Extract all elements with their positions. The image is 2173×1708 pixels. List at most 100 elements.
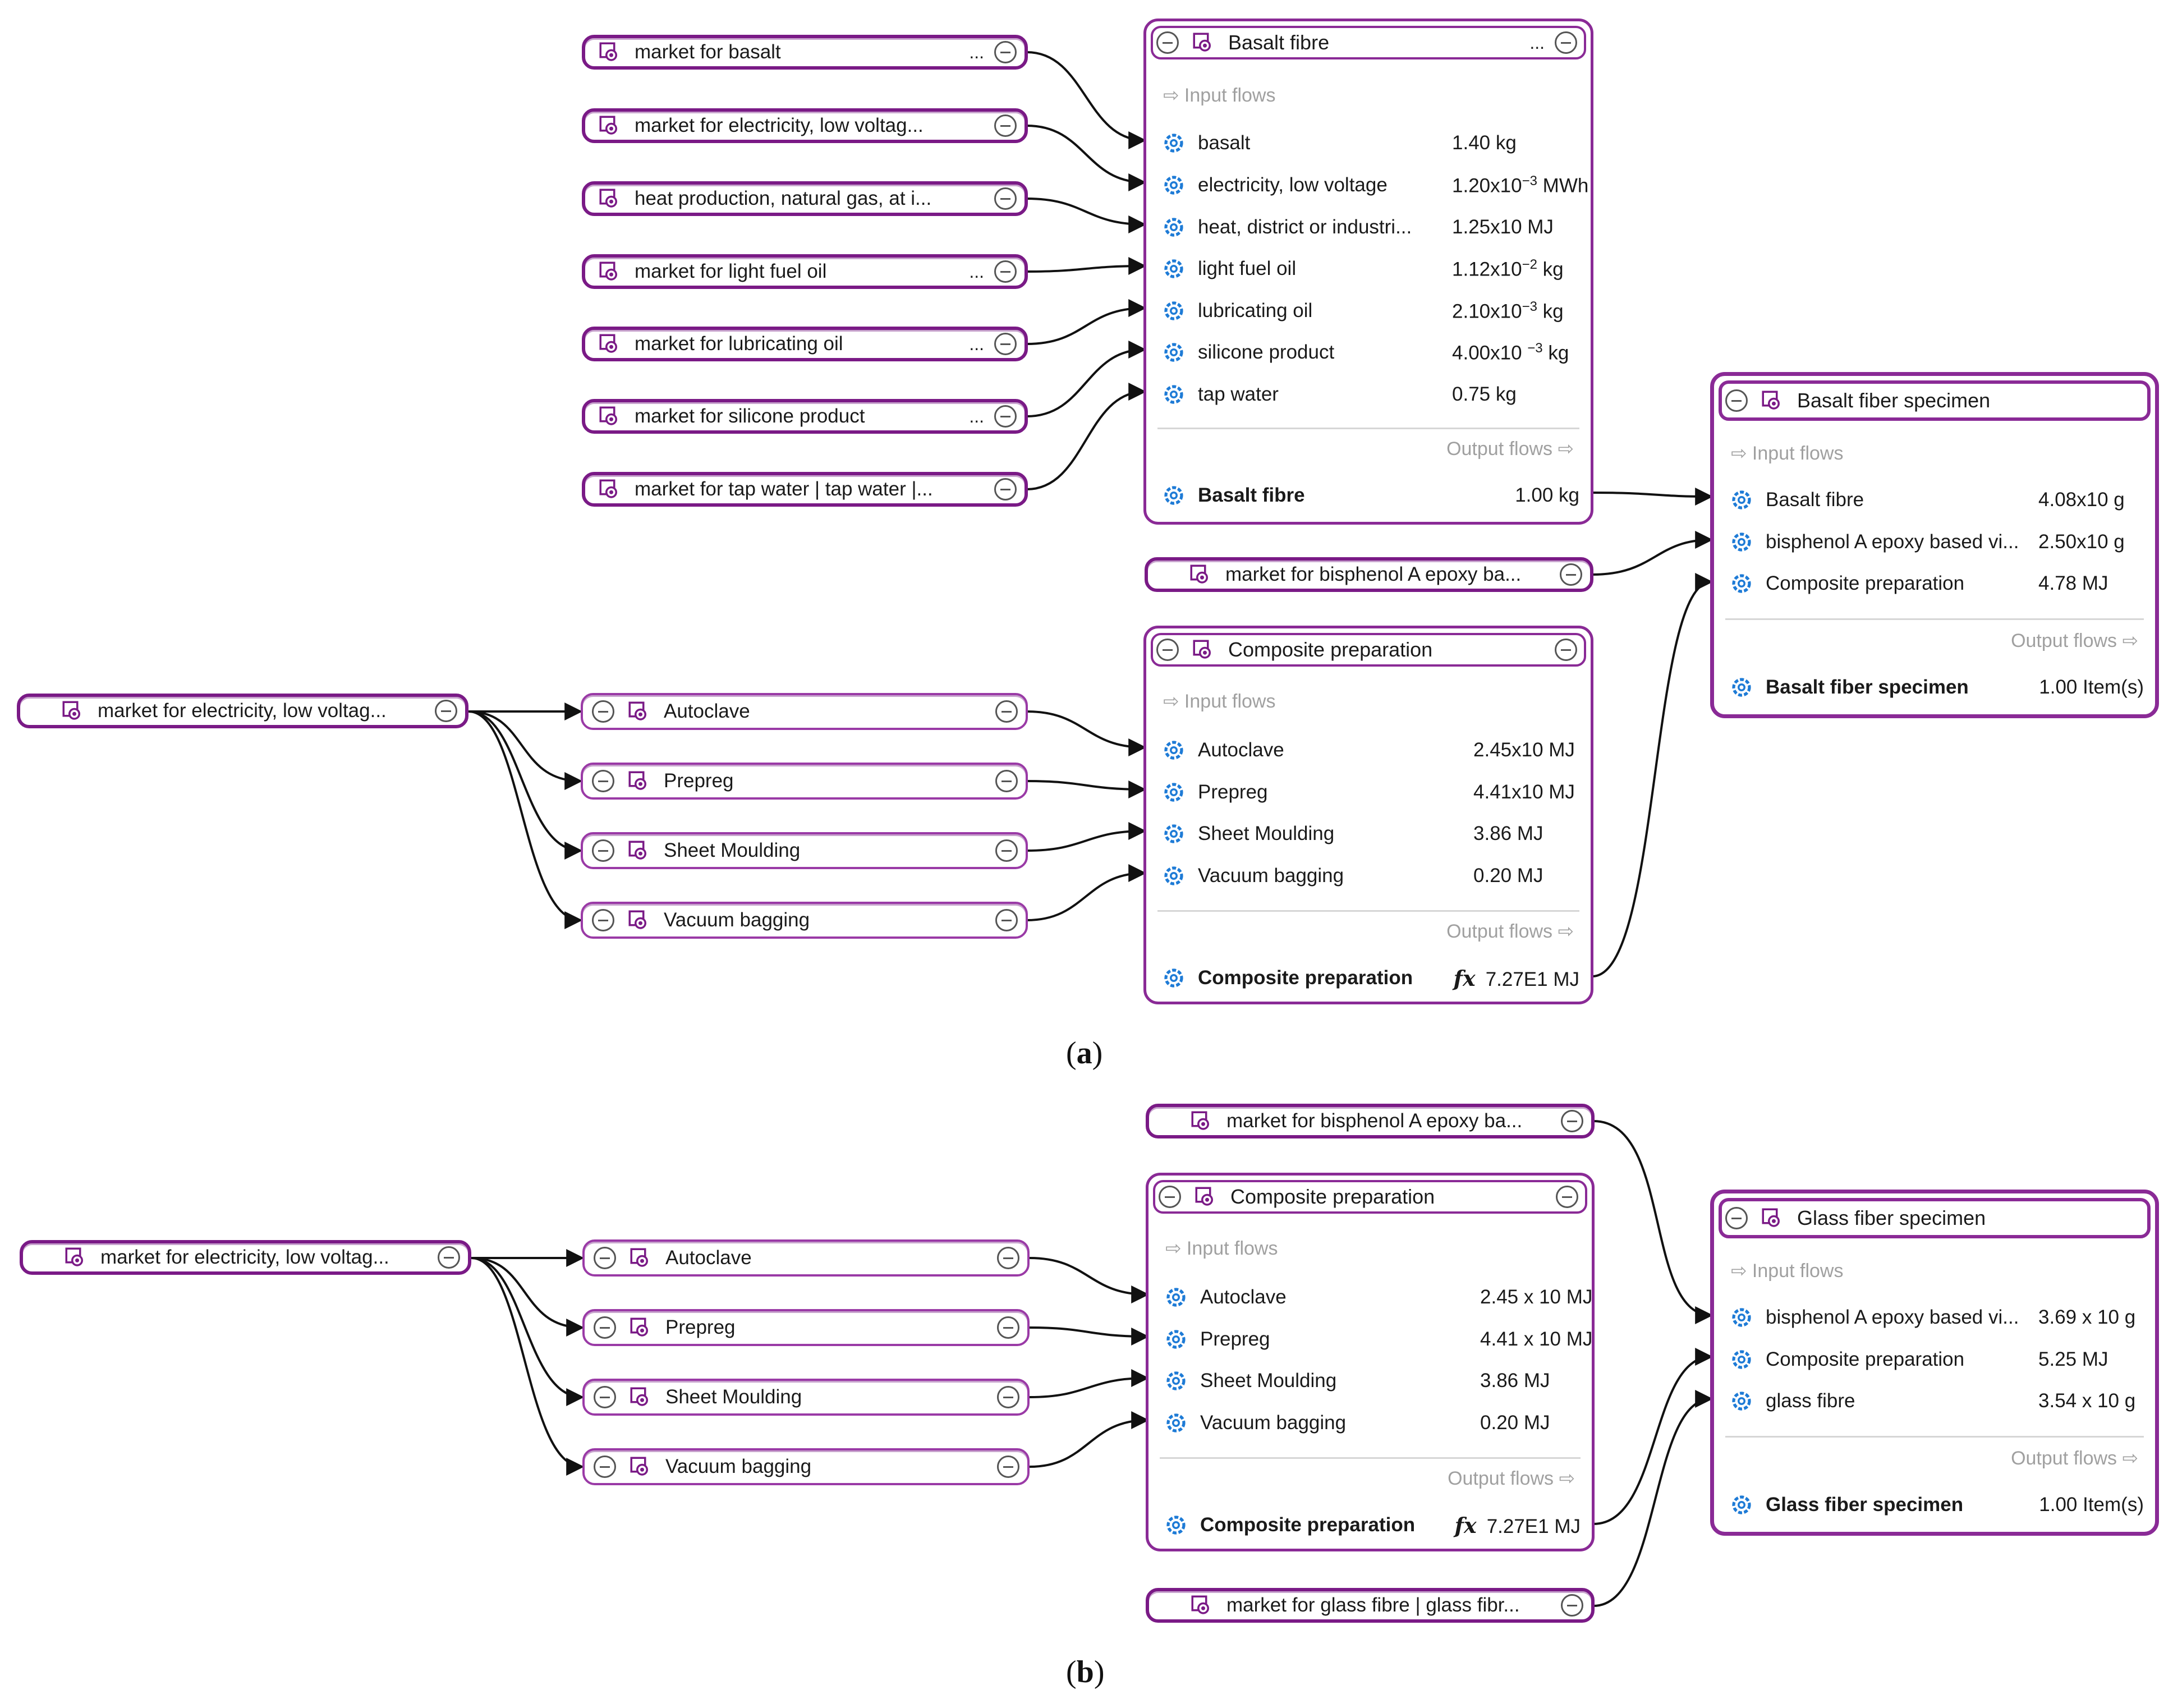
collapse-minus-icon[interactable] [1156,31,1179,54]
pill-heat-production[interactable]: heat production, natural gas, at i... [582,181,1028,216]
expand-minus-icon[interactable] [594,1316,616,1339]
expand-minus-icon[interactable] [592,700,614,723]
pill-market-electricity-left-b[interactable]: market for electricity, low voltag... [20,1240,471,1275]
collapse-minus-icon[interactable] [1556,1186,1578,1208]
collapse-minus-icon[interactable] [1561,1594,1583,1617]
pill-autoclave-a[interactable]: Autoclave [581,693,1028,730]
collapse-minus-icon[interactable] [995,839,1018,862]
flow-row[interactable]: bisphenol A epoxy based vi...2.50x10 g [1730,528,2144,556]
flow-row[interactable]: heat, district or industri...1.25x10 MJ [1162,213,1579,241]
pill-market-tap-water[interactable]: market for tap water | tap water |... [582,472,1028,507]
collapse-minus-icon[interactable] [1156,639,1179,661]
flow-value-group: 4.00x10 −3 kg [1452,341,1569,365]
pill-market-light-fuel-oil[interactable]: market for light fuel oil ... [582,254,1028,289]
collapse-minus-icon[interactable] [994,333,1017,355]
flow-value: 1.00 Item(s) [2039,1494,2144,1516]
node-header[interactable]: Composite preparation [1153,1180,1587,1214]
node-header[interactable]: Basalt fiber specimen [1719,380,2151,421]
collapse-minus-icon[interactable] [1561,1110,1583,1132]
pill-vacuum-bagging-a[interactable]: Vacuum bagging [581,902,1028,939]
collapse-minus-icon[interactable] [994,41,1017,63]
expand-minus-icon[interactable] [592,839,614,862]
collapse-minus-icon[interactable] [1555,31,1577,54]
node-glass-fiber-specimen[interactable]: Glass fiber specimen ⇨ Input flows bisph… [1710,1190,2159,1536]
pill-prepreg-a[interactable]: Prepreg [581,763,1028,800]
pill-prepreg-b[interactable]: Prepreg [582,1309,1030,1346]
node-header[interactable]: Basalt fibre ... [1151,26,1586,59]
collapse-minus-icon[interactable] [1725,1207,1748,1229]
pill-autoclave-b[interactable]: Autoclave [582,1239,1030,1277]
collapse-minus-icon[interactable] [994,260,1017,283]
collapse-minus-icon[interactable] [1560,563,1582,586]
collapse-minus-icon[interactable] [997,1386,1019,1408]
node-composite-preparation-b[interactable]: Composite preparation ⇨ Input flows Auto… [1146,1173,1595,1551]
node-header[interactable]: Composite preparation [1151,633,1586,667]
expand-minus-icon[interactable] [594,1456,616,1478]
pill-market-basalt[interactable]: market for basalt ... [582,35,1028,70]
collapse-minus-icon[interactable] [1159,1186,1181,1208]
pill-market-silicone[interactable]: market for silicone product ... [582,399,1028,434]
collapse-minus-icon[interactable] [1725,389,1748,412]
pill-market-bisphenol-a[interactable]: market for bisphenol A epoxy ba... [1145,557,1593,592]
pill-sheet-moulding-b[interactable]: Sheet Moulding [582,1379,1030,1416]
collapse-minus-icon[interactable] [995,700,1018,723]
flow-value: 1.25x10 MJ [1452,216,1554,238]
pill-market-glass-fibre[interactable]: market for glass fibre | glass fibr... [1146,1588,1595,1623]
pill-vacuum-bagging-b[interactable]: Vacuum bagging [582,1448,1030,1485]
collapse-minus-icon[interactable] [1555,639,1577,661]
pill-market-electricity[interactable]: market for electricity, low voltag... [582,108,1028,143]
node-composite-preparation-a[interactable]: Composite preparation ⇨ Input flows Auto… [1143,626,1593,1004]
collapse-minus-icon[interactable] [438,1246,460,1269]
pill-market-lubricating-oil[interactable]: market for lubricating oil ... [582,327,1028,361]
expand-minus-icon[interactable] [592,909,614,931]
expand-minus-icon[interactable] [594,1386,616,1408]
flow-row[interactable]: bisphenol A epoxy based vi...3.69 x 10 g [1730,1303,2144,1331]
pill-label: market for electricity, low voltag... [635,114,924,136]
collapse-minus-icon[interactable] [997,1316,1019,1339]
expand-minus-icon[interactable] [594,1247,616,1269]
collapse-minus-icon[interactable] [994,114,1017,137]
divider [1160,1457,1581,1459]
node-header[interactable]: Glass fiber specimen [1719,1198,2151,1238]
pill-market-electricity-left[interactable]: market for electricity, low voltag... [17,694,468,728]
collapse-minus-icon[interactable] [995,770,1018,792]
process-icon [1189,1109,1213,1133]
collapse-minus-icon[interactable] [997,1456,1019,1478]
collapse-minus-icon[interactable] [994,187,1017,210]
collapse-minus-icon[interactable] [994,478,1017,501]
pill-label: market for silicone product [635,405,865,427]
collapse-minus-icon[interactable] [997,1247,1019,1269]
collapse-minus-icon[interactable] [435,700,457,722]
node-basalt-fiber-specimen[interactable]: Basalt fiber specimen ⇨ Input flows Basa… [1710,372,2159,718]
collapse-minus-icon[interactable] [994,405,1017,428]
expand-minus-icon[interactable] [592,770,614,792]
pill-sheet-moulding-a[interactable]: Sheet Moulding [581,832,1028,869]
collapse-minus-icon[interactable] [995,909,1018,931]
pill-market-bisphenol-a-b[interactable]: market for bisphenol A epoxy ba... [1146,1104,1595,1138]
